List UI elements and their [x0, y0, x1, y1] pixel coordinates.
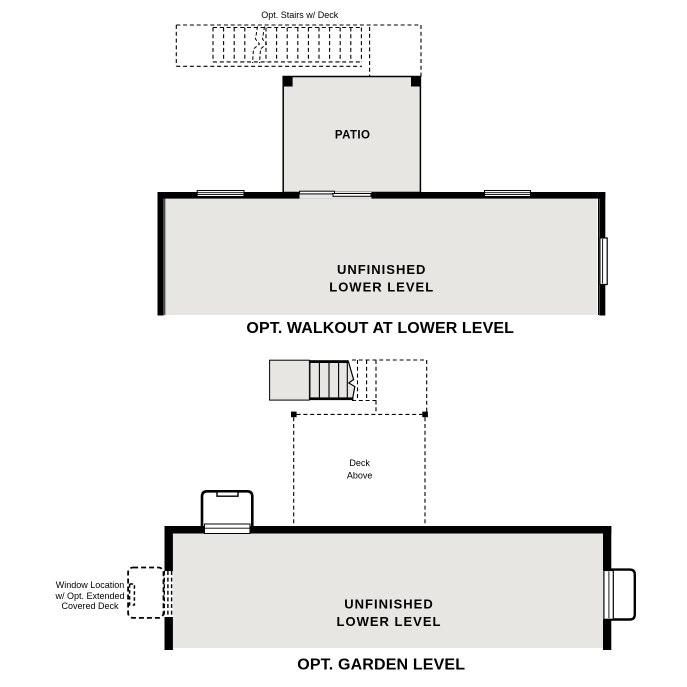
svg-text:Window Location: Window Location: [56, 580, 125, 590]
svg-text:LOWER LEVEL: LOWER LEVEL: [329, 280, 434, 295]
svg-text:Opt. Stairs w/ Deck: Opt. Stairs w/ Deck: [261, 10, 339, 20]
svg-text:OPT. GARDEN LEVEL: OPT. GARDEN LEVEL: [297, 657, 465, 674]
svg-text:LOWER LEVEL: LOWER LEVEL: [337, 614, 442, 629]
svg-text:Deck: Deck: [349, 458, 370, 468]
svg-text:Covered Deck: Covered Deck: [61, 601, 119, 611]
svg-text:PATIO: PATIO: [335, 130, 370, 142]
svg-text:OPT. WALKOUT AT LOWER LEVEL: OPT. WALKOUT AT LOWER LEVEL: [246, 320, 514, 337]
svg-text:w/ Opt. Extended: w/ Opt. Extended: [54, 591, 124, 601]
svg-text:UNFINISHED: UNFINISHED: [344, 596, 433, 611]
svg-text:Above: Above: [347, 470, 373, 480]
svg-text:UNFINISHED: UNFINISHED: [337, 262, 426, 277]
